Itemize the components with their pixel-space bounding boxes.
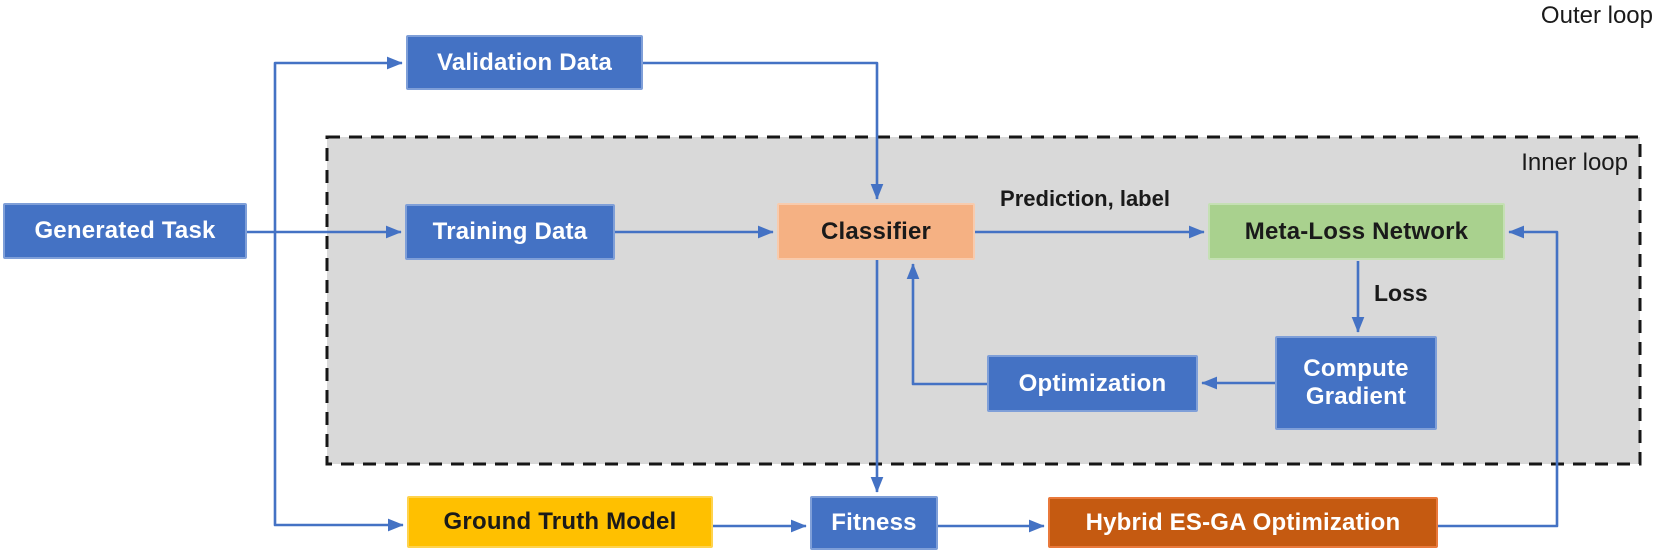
outer-loop-label: Outer loop — [1540, 2, 1653, 29]
edge-branch-to-ground-truth — [273, 232, 404, 532]
node-optimization: Optimization — [987, 355, 1198, 412]
edge-validation-to-classifier — [643, 61, 884, 200]
edge-label-loss: Loss — [1374, 280, 1428, 306]
inner-loop-label: Inner loop — [1521, 149, 1628, 176]
node-training-data: Training Data — [405, 204, 615, 260]
node-hybrid-es-ga-optimization: Hybrid ES-GA Optimization — [1048, 497, 1438, 548]
node-generated-task: Generated Task — [3, 203, 247, 259]
node-ground-truth-model: Ground Truth Model — [407, 496, 713, 548]
edge-hybrid-to-metaloss — [1438, 225, 1559, 528]
edge-optimization-to-classifier — [906, 263, 987, 386]
node-meta-loss-network: Meta-Loss Network — [1208, 203, 1505, 260]
node-classifier: Classifier — [777, 203, 975, 260]
node-validation-data: Validation Data — [406, 35, 643, 90]
node-fitness: Fitness — [810, 496, 938, 550]
edge-label-prediction-label: Prediction, label — [1000, 186, 1170, 211]
node-compute-gradient: Compute Gradient — [1275, 336, 1437, 430]
edge-branch-to-validation — [273, 56, 403, 232]
